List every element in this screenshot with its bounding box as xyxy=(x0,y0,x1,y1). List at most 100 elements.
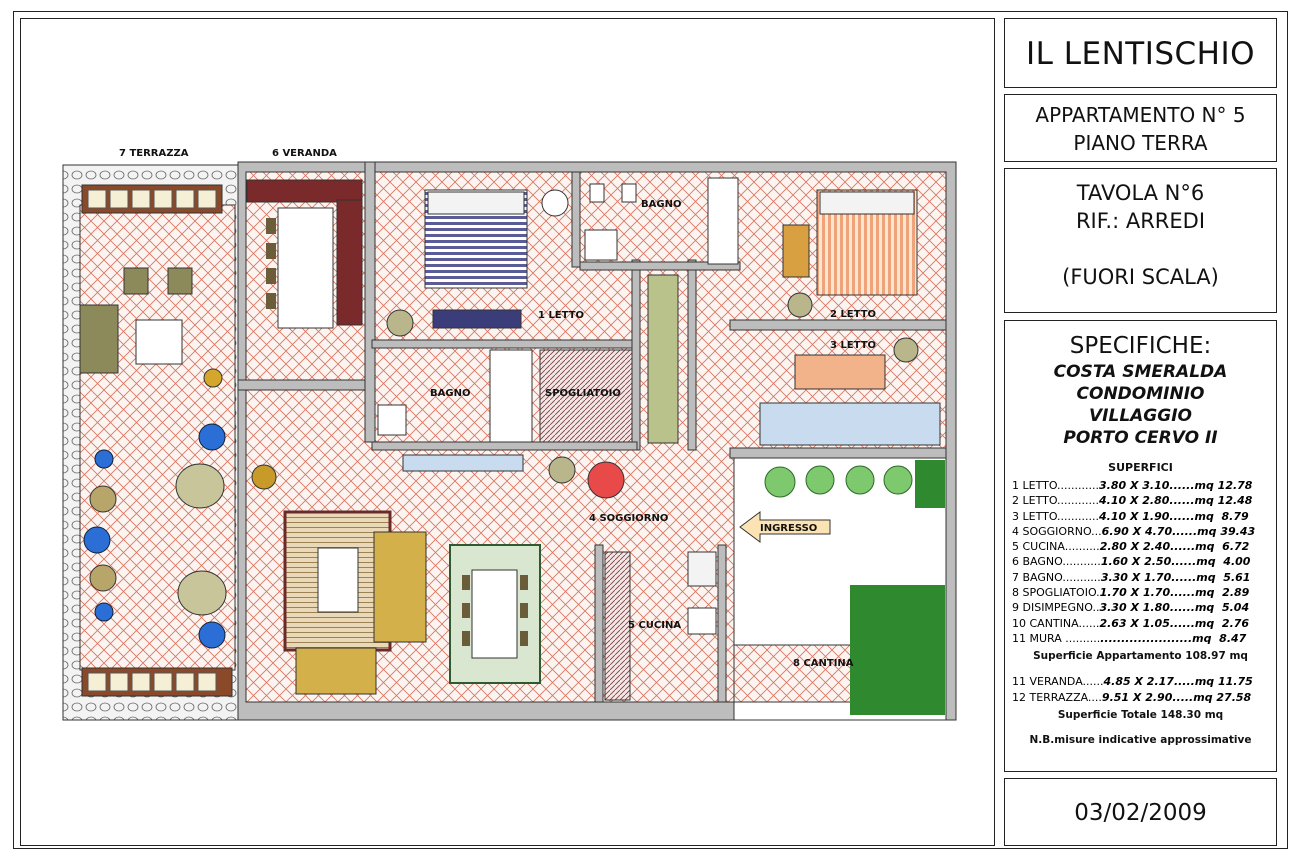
title-panel: IL LENTISCHIO xyxy=(1004,18,1277,88)
label-letto3: 3 LETTO xyxy=(830,340,876,351)
drawing-date: 03/02/2009 xyxy=(1074,800,1207,826)
corridor-cabinet xyxy=(647,274,679,444)
surfaces-list-extra: 11 VERANDA......4.85 X 2.17.....mq 11.75… xyxy=(1012,674,1276,705)
measurement-note: N.B.misure indicative approssimative xyxy=(1029,733,1252,746)
dining-table xyxy=(471,569,518,659)
label-ingresso: INGRESSO xyxy=(760,523,817,534)
surface-row: 11 MURA ................................… xyxy=(1012,631,1247,645)
terrace-chairs-olive xyxy=(89,368,223,592)
desk-letto1 xyxy=(432,309,522,329)
date-panel: 03/02/2009 xyxy=(1004,778,1277,846)
veranda-bench-right xyxy=(336,199,363,326)
rug-letto2 xyxy=(782,224,810,278)
shower-bagno-mid xyxy=(377,404,407,436)
surface-row: 11 VERANDA......4.85 X 2.17.....mq 11.75 xyxy=(1012,675,1253,689)
terrace-armchair-1 xyxy=(123,267,149,295)
sofa-bottom xyxy=(295,647,377,695)
terrace-round-table-1 xyxy=(175,463,225,509)
apartment-panel: APPARTAMENTO N° 5 PIANO TERRA xyxy=(1004,94,1277,162)
surface-row: 9 DISIMPEGNO..3.30 X 1.80......mq 5.04 xyxy=(1012,601,1250,615)
wall-living-top xyxy=(371,441,638,451)
bed-letto3 xyxy=(794,354,886,390)
surface-row: 5 CUCINA..........2.80 X 2.40......mq 6.… xyxy=(1012,540,1250,554)
label-letto1: 1 LETTO xyxy=(538,310,584,321)
wall-corridor-left xyxy=(631,259,641,451)
surfaces-title: SUPERFICI xyxy=(1108,461,1173,474)
wall-letto1-bottom xyxy=(371,339,638,349)
surface-row: 1 LETTO............3.80 X 3.10......mq 1… xyxy=(1012,479,1253,492)
veranda-wall xyxy=(237,379,369,391)
spogliatoio-wardrobe xyxy=(539,349,633,443)
veranda-chairs xyxy=(266,218,276,309)
label-spogliatoio: SPOGLIATOIO xyxy=(545,388,621,399)
lawn-large xyxy=(850,585,945,715)
label-terrazza: 7 TERRAZZA xyxy=(119,148,189,159)
location-line: PORTO CERVO II xyxy=(1063,428,1218,448)
round-table-red xyxy=(587,461,625,499)
surface-row: 2 LETTO............4.10 X 2.80......mq 1… xyxy=(1012,494,1253,508)
chair-letto2 xyxy=(787,292,813,318)
label-bagno-mid: BAGNO xyxy=(430,388,470,399)
shrubs xyxy=(764,465,913,498)
surface-row: 3 LETTO............4.10 X 1.90......mq 8… xyxy=(1012,509,1249,523)
terrace-armchair-2 xyxy=(167,267,193,295)
specs-heading: SPECIFICHE: xyxy=(1069,333,1212,359)
wall-letto2-bottom xyxy=(729,319,947,331)
location-line: CONDOMINIO xyxy=(1076,384,1205,404)
location-line: VILLAGGIO xyxy=(1089,406,1192,426)
veranda-table xyxy=(277,207,334,329)
label-letto2: 2 LETTO xyxy=(830,309,876,320)
shower-bagno-top xyxy=(584,229,618,261)
sheet-scale: (FUORI SCALA) xyxy=(1062,265,1219,289)
wall-letto3-bottom xyxy=(729,447,947,459)
veranda-wall-side xyxy=(364,161,376,443)
sheet-panel: TAVOLA N°6 RIF.: ARREDI (FUORI SCALA) xyxy=(1004,168,1277,313)
terrace-round-table-2 xyxy=(177,570,227,616)
lawn-small xyxy=(915,460,945,508)
sheet-number: TAVOLA N°6 xyxy=(1076,181,1205,205)
terrace-chairs-blue xyxy=(83,423,226,649)
label-cantina: 8 CANTINA xyxy=(793,658,854,669)
apartment-floor: PIANO TERRA xyxy=(1073,131,1208,155)
grand-total: Superficie Totale 148.30 mq xyxy=(1057,708,1224,721)
chair-letto1 xyxy=(386,309,414,337)
plan-area xyxy=(20,18,995,846)
specifications-panel: SPECIFICHE: COSTA SMERALDA CONDOMINIO VI… xyxy=(1004,320,1277,772)
surface-row: 4 SOGGIORNO...6.90 X 4.70......mq 39.43 xyxy=(1012,524,1256,538)
surface-row: 7 BAGNO...........3.30 X 1.70......mq 5.… xyxy=(1012,570,1251,584)
terrace-table xyxy=(135,319,183,365)
ingresso-arrow-icon xyxy=(739,511,831,543)
vanity-bagno-mid xyxy=(489,349,533,443)
terrace-cushions-top xyxy=(87,189,217,209)
wall-kitchen-left xyxy=(594,544,604,703)
pillow-letto2 xyxy=(819,191,915,215)
surface-row: 8 SPOGLIATOIO.1.70 X 1.70......mq 2.89 xyxy=(1012,586,1250,600)
wardrobe-letto3 xyxy=(759,402,941,446)
project-title: IL LENTISCHIO xyxy=(1025,36,1256,72)
label-soggiorno: 4 SOGGIORNO xyxy=(589,513,668,524)
location-line: COSTA SMERALDA xyxy=(1053,362,1228,382)
living-sideboard xyxy=(402,454,524,472)
surface-row: 12 TERRAZZA....9.51 X 2.90.....mq 27.58 xyxy=(1012,690,1252,704)
label-bagno-top: BAGNO xyxy=(641,199,681,210)
living-chair xyxy=(548,456,576,484)
bidet-bagno-top xyxy=(621,183,637,203)
wall-kitchen-right xyxy=(717,544,727,703)
surface-row: 10 CANTINA......2.63 X 1.05......mq 2.76 xyxy=(1012,616,1250,630)
terrace-sofa xyxy=(79,304,119,374)
wardrobe-corridor xyxy=(707,177,739,265)
dining-chairs xyxy=(462,575,528,646)
terrace-cushions-bottom xyxy=(87,672,217,692)
wc-bagno-top xyxy=(589,183,605,203)
label-cucina: 5 CUCINA xyxy=(628,620,681,631)
kitchen-counter xyxy=(604,551,631,701)
veranda-bench-top xyxy=(246,179,363,203)
apartment-number: APPARTAMENTO N° 5 xyxy=(1035,103,1246,127)
surfaces-list: 1 LETTO............3.80 X 3.10......mq 1… xyxy=(1012,478,1276,646)
kitchen-stove xyxy=(687,551,717,587)
chair-letto3 xyxy=(893,337,919,363)
sofa-right xyxy=(373,531,427,643)
wall-bath-divider xyxy=(571,171,581,268)
living-plant xyxy=(251,464,277,490)
